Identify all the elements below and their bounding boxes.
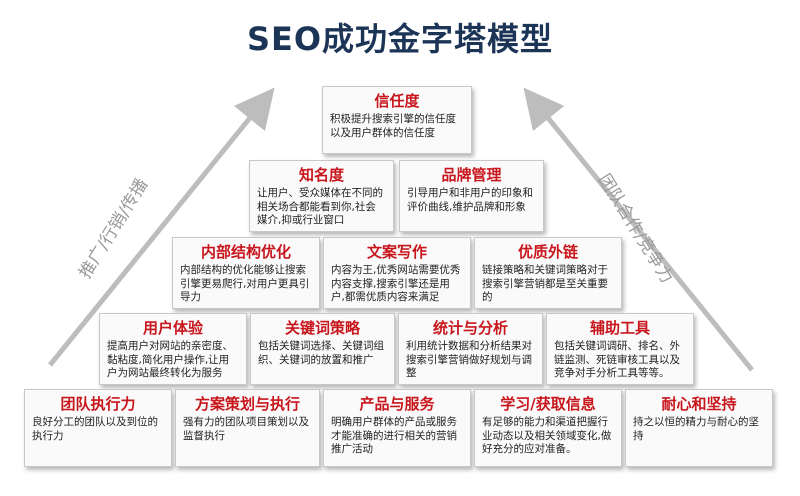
- box-desc: 积极提升搜索引擎的信任度以及用户群体的信任度: [330, 113, 456, 139]
- box-desc: 包括关键词选择、关键词组织、关键词的放置和推广: [258, 340, 384, 366]
- right-arrow: [523, 87, 754, 372]
- box-title: 优质外链: [517, 243, 578, 261]
- pyramid-box-team-execution: 团队执行力 良好分工的团队以及到位的执行力: [24, 389, 172, 467]
- pyramid-box-user-experience: 用户体验 提高用户对网站的亲密度、黏粘度,简化用户操作,让用户为网站最终转化为服…: [99, 313, 247, 385]
- box-desc: 内部结构的优化能够让搜索引擎更易爬行,对用户更具引导力: [180, 264, 310, 303]
- left-arrow: [48, 87, 275, 367]
- pyramid-box-trust: 信任度 积极提升搜索引擎的信任度以及用户群体的信任度: [322, 86, 472, 154]
- box-title: 方案策划与执行: [194, 395, 300, 413]
- box-title: 文案写作: [366, 243, 427, 261]
- pyramid-box-products-services: 产品与服务 明确用户群体的产品或服务才能准确的进行相关的营销推广活动: [323, 389, 471, 467]
- box-desc: 包括关键词调研、排名、外链监测、死链审核工具以及竞争对手分析工具等等。: [554, 340, 680, 379]
- box-desc: 利用统计数据和分析结果对搜索引擎营销做好规划与调整: [406, 340, 532, 379]
- pyramid-box-copywriting: 文案写作 内容为王,优秀网站需要优秀内容支撑,搜索引擎还是用户,都需优质内容来满…: [323, 237, 471, 309]
- pyramid-box-awareness: 知名度 让用户、受众媒体在不同的相关场合都能看到你,社会媒介,抑或行业窗口: [249, 160, 394, 232]
- pyramid-box-internal-structure: 内部结构优化 内部结构的优化能够让搜索引擎更易爬行,对用户更具引导力: [172, 237, 320, 309]
- box-title: 内部结构优化: [200, 243, 291, 261]
- box-title: 学习/获取信息: [500, 395, 596, 413]
- box-desc: 强有力的团队项目策划以及监督执行: [183, 416, 309, 442]
- pyramid-box-statistics-analysis: 统计与分析 利用统计数据和分析结果对搜索引擎营销做好规划与调整: [398, 313, 543, 385]
- box-desc: 让用户、受众媒体在不同的相关场合都能看到你,社会媒介,抑或行业窗口: [257, 187, 383, 226]
- box-desc: 持之以恒的精力与耐心的坚持: [633, 416, 759, 442]
- box-desc: 明确用户群体的产品或服务才能准确的进行相关的营销推广活动: [331, 416, 457, 455]
- box-title: 辅助工具: [589, 319, 650, 337]
- box-title: 品牌管理: [441, 166, 502, 184]
- page-title: SEO成功金字塔模型: [246, 20, 554, 58]
- box-desc: 链接策略和关键词策略对于搜索引擎营销都是至关重要的: [482, 264, 608, 303]
- pyramid-box-brand-management: 品牌管理 引导用户和非用户的印象和评价曲线,维护品牌和形象: [399, 160, 544, 232]
- pyramid-box-quality-links: 优质外链 链接策略和关键词策略对于搜索引擎营销都是至关重要的: [474, 237, 622, 309]
- box-title: 关键词策略: [284, 319, 360, 337]
- pyramid-box-patience-persistence: 耐心和坚持 持之以恒的精力与耐心的坚持: [625, 389, 773, 467]
- box-title: 知名度: [298, 166, 344, 184]
- box-desc: 提高用户对网站的亲密度、黏粘度,简化用户操作,让用户为网站最终转化为服务: [107, 340, 233, 379]
- box-desc: 良好分工的团队以及到位的执行力: [32, 416, 158, 442]
- box-title: 耐心和坚持: [661, 395, 737, 413]
- pyramid-box-keyword-strategy: 关键词策略 包括关键词选择、关键词组织、关键词的放置和推广: [250, 313, 395, 385]
- box-title: 团队执行力: [60, 395, 136, 413]
- box-desc: 有足够的能力和渠道把握行业动态以及相关领域变化,做好充分的应对准备。: [482, 416, 612, 455]
- box-title: 用户体验: [142, 319, 203, 337]
- pyramid-box-plan-execution: 方案策划与执行 强有力的团队项目策划以及监督执行: [175, 389, 320, 467]
- box-desc: 引导用户和非用户的印象和评价曲线,维护品牌和形象: [407, 187, 533, 213]
- pyramid-box-auxiliary-tools: 辅助工具 包括关键词调研、排名、外链监测、死链审核工具以及竞争对手分析工具等等。: [546, 313, 694, 385]
- box-desc: 内容为王,优秀网站需要优秀内容支撑,搜索引擎还是用户,都需优质内容来满足: [331, 264, 461, 303]
- box-title: 信任度: [374, 92, 420, 110]
- pyramid-box-learning-information: 学习/获取信息 有足够的能力和渠道把握行业动态以及相关领域变化,做好充分的应对准…: [474, 389, 622, 467]
- box-title: 统计与分析: [432, 319, 508, 337]
- box-title: 产品与服务: [359, 395, 435, 413]
